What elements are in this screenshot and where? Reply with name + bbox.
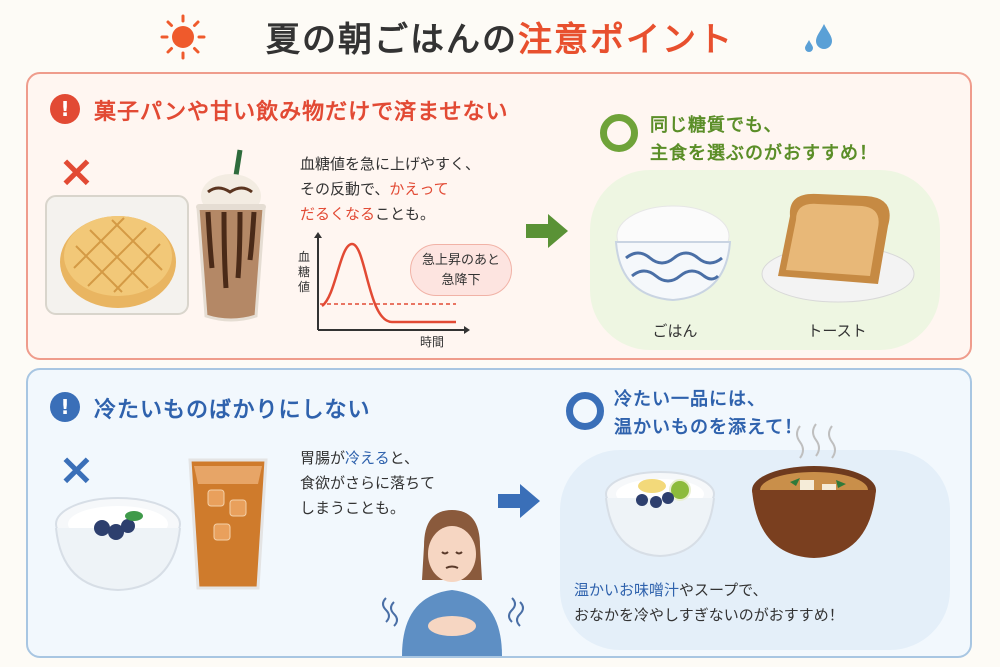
good-mark-icon (566, 392, 604, 430)
blood-sugar-graph (314, 232, 470, 334)
section1-heading: 菓子パンや甘い飲み物だけで済ませない (94, 100, 509, 125)
rice-bowl-image (614, 205, 732, 302)
rice-caption: ごはん (652, 322, 698, 340)
bottom-line1: 温かいお味噌汁やスープで、 (574, 578, 844, 603)
bad-mark-icon: × (58, 444, 95, 495)
section2-text-line3: しまうことも。 (300, 499, 406, 517)
arrow-right-icon (526, 214, 568, 248)
section2-good-heading: 冷たい一品には、 温かいものを添えて！ (614, 386, 803, 442)
arrow-right-icon (498, 484, 540, 518)
section1-good-heading: 同じ糖質でも、 主食を選ぶのがおすすめ！ (650, 112, 878, 168)
toast-image (761, 193, 915, 303)
page-title: 夏の朝ごはんの注意ポイント (0, 12, 1000, 61)
section1-text-line2: その反動で、かえって (300, 177, 480, 202)
section1-text-line3: だるくなることも。 (300, 202, 480, 227)
section1-text-line3a: だるくなる (300, 205, 376, 223)
bad-mark-icon: × (58, 146, 95, 197)
title-part2: 注意ポイント (518, 20, 734, 60)
section2-description: 胃腸が冷えると、 食欲がさらに落ちて しまうことも。 (300, 446, 435, 521)
miso-soup-image (752, 423, 876, 558)
good-line2: 温かいものを添えて！ (614, 417, 804, 438)
iced-tea-image (188, 458, 268, 590)
section1-text-line1: 血糖値を急に上げやすく、 (300, 155, 481, 173)
bottom-line1a: 温かいお味噌汁 (574, 581, 680, 599)
bottom-line1b: やスープで、 (679, 581, 768, 599)
section1-text-line2a: その反動で、 (300, 180, 390, 198)
section2-text-line1: 胃腸が冷えると、 (300, 446, 435, 471)
section1-text-line3b: ことも。 (375, 205, 436, 223)
bottom-line2: おなかを冷やしすぎないのがおすすめ！ (574, 606, 844, 624)
good-line2: 主食を選ぶのがおすすめ！ (650, 143, 878, 164)
good-line1: 冷たい一品には、 (614, 389, 766, 410)
bubble-line1: 急上昇のあと (421, 253, 500, 268)
section2-text-line2: 食欲がさらに落ちて (300, 474, 436, 492)
good-mark-icon (600, 114, 638, 152)
section2-text-line1b: 冷える (345, 449, 390, 467)
melon-pan-image (45, 195, 189, 315)
section2-bottom-text: 温かいお味噌汁やスープで、 おなかを冷やしすぎないのがおすすめ！ (574, 578, 844, 628)
bubble-line2: 急降下 (441, 273, 481, 288)
yogurt-bowl-image (55, 497, 181, 592)
section1-text-line2b: かえって (389, 180, 449, 198)
graph-note-bubble: 急上昇のあと 急降下 (410, 244, 512, 296)
section2-text-line1a: 胃腸が (300, 449, 346, 467)
woman-stomachache-illustration (382, 510, 524, 656)
graph-y-label: 血糖値 (298, 250, 311, 294)
title-part1: 夏の朝ごはんの (266, 20, 518, 60)
sun-icon (160, 14, 206, 60)
section1-description: 血糖値を急に上げやすく、 その反動で、かえって だるくなることも。 (300, 152, 480, 227)
alert-icon: ! (50, 94, 80, 124)
alert-icon: ! (50, 392, 80, 422)
graph-x-label: 時間 (420, 335, 445, 349)
toast-caption: トースト (807, 322, 867, 340)
chocolate-frappe-image (196, 149, 266, 322)
section2-heading: 冷たいものばかりにしない (94, 398, 371, 423)
good-line1: 同じ糖質でも、 (650, 115, 783, 136)
section2-text-line1c: と、 (389, 449, 419, 467)
sweat-drops-icon (805, 24, 832, 52)
yogurt-with-fruit-image (605, 471, 715, 558)
